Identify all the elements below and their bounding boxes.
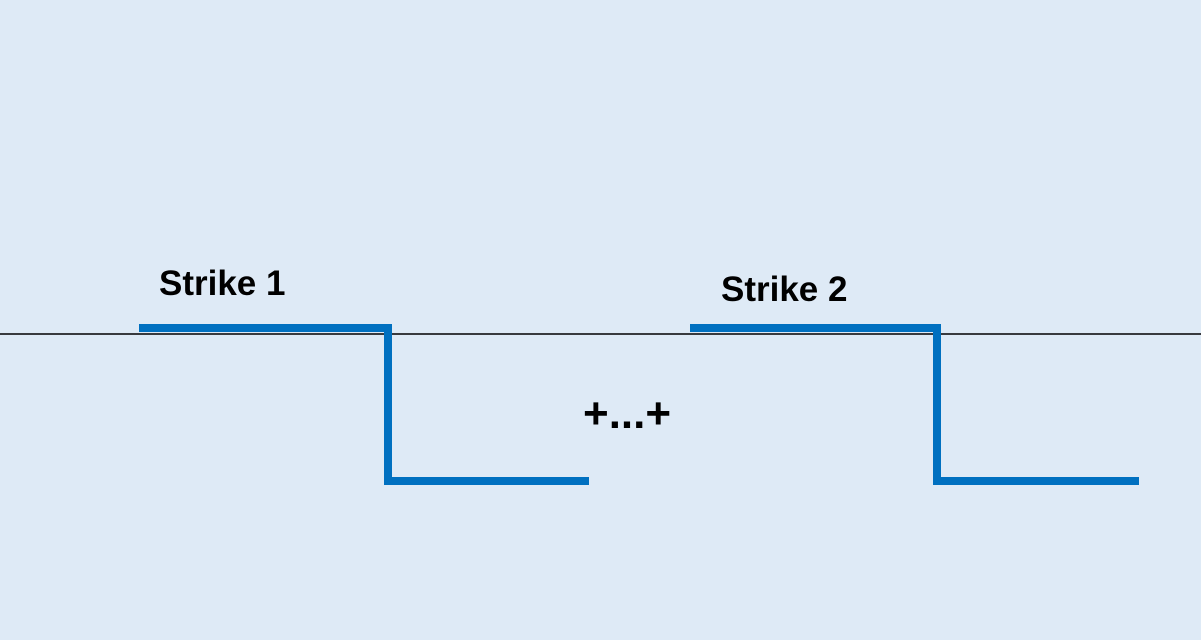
summation-label: +...+ (583, 389, 672, 438)
strike-2-label: Strike 2 (721, 270, 848, 309)
strike-2-waveform (690, 324, 1139, 485)
strike-1-waveform (139, 324, 589, 485)
strike-1-label: Strike 1 (159, 264, 286, 303)
